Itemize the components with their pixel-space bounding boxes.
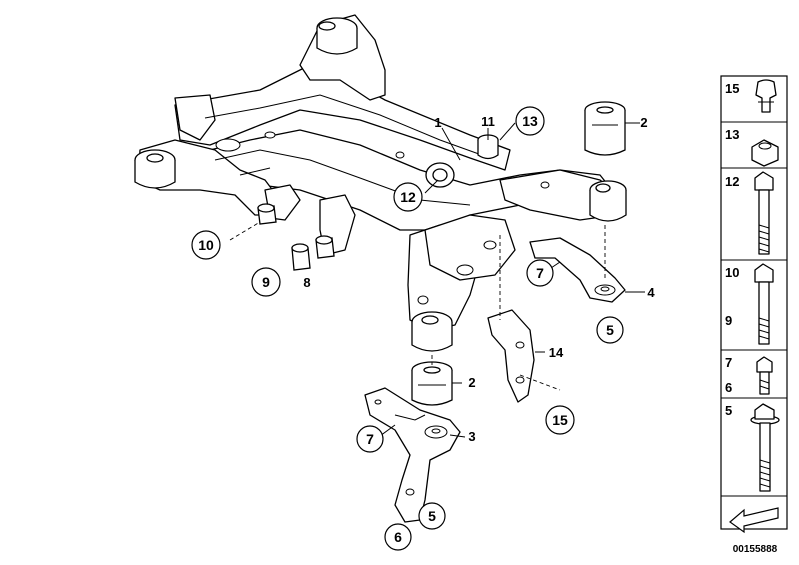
subframe-bushing-right <box>589 180 627 222</box>
callout-7-lower-label: 7 <box>366 431 374 447</box>
callout-4-label: 4 <box>647 285 655 300</box>
legend-9-number: 9 <box>725 313 732 328</box>
callout-14: 14 <box>549 345 564 360</box>
legend-10-number: 10 <box>725 265 739 280</box>
callout-12-label: 12 <box>400 189 416 205</box>
callout-2-lower-label: 2 <box>468 375 475 390</box>
legend-7-number: 7 <box>725 355 732 370</box>
legend-15-number: 15 <box>725 81 739 96</box>
rear-axle-subframe <box>134 14 627 352</box>
legend-row-15: 15 <box>725 79 777 113</box>
callout-3: 3 <box>468 429 475 444</box>
callout-5-lower: 5 <box>418 502 446 530</box>
callout-1-label: 1 <box>434 115 441 130</box>
callout-9: 9 <box>251 267 281 297</box>
callout-2-lower: 2 <box>468 375 475 390</box>
legend-row-7-6: 7 6 <box>725 355 773 395</box>
legend-row-10-9: 10 9 <box>725 263 774 345</box>
callout-4: 4 <box>647 285 655 300</box>
callout-12: 12 <box>393 182 423 212</box>
callout-2-upper-label: 2 <box>640 115 647 130</box>
callout-6: 6 <box>384 523 412 551</box>
bushing-part-12 <box>425 162 455 188</box>
callout-13: 13 <box>515 106 545 136</box>
rubber-bushing-2-lower <box>411 361 453 406</box>
legend-row-12: 12 <box>725 171 774 255</box>
callout-11-label: 11 <box>481 114 495 129</box>
legend-13-number: 13 <box>725 127 739 142</box>
legend-12-number: 12 <box>725 174 739 189</box>
leader-line <box>519 374 561 391</box>
callout-7-right: 7 <box>526 259 554 287</box>
direction-arrow-icon <box>729 507 779 534</box>
reference-code: 00155888 <box>733 544 778 555</box>
callout-6-label: 6 <box>394 529 402 545</box>
leader-line <box>229 221 261 241</box>
leader-lines <box>379 122 645 438</box>
legend-row-13: 13 <box>725 127 779 167</box>
callout-5-right-label: 5 <box>606 322 614 338</box>
callout-8: 8 <box>303 275 310 290</box>
bracket-part-3 <box>364 387 461 523</box>
long-bolt-icon <box>754 171 774 255</box>
callout-10-label: 10 <box>198 237 214 253</box>
callout-15: 15 <box>545 405 575 435</box>
callout-1: 1 <box>434 115 441 130</box>
callout-8-label: 8 <box>303 275 310 290</box>
callout-2-upper: 2 <box>640 115 647 130</box>
callout-5-right: 5 <box>596 316 624 344</box>
clip-icon <box>755 79 777 113</box>
bracket-part-14 <box>487 309 535 403</box>
subframe-bushing-left <box>134 149 176 189</box>
short-bolt-icon <box>756 356 773 395</box>
bolt-icon <box>754 263 774 345</box>
rubber-bushing-2-upper <box>584 101 626 156</box>
fastener-legend: 15 13 12 10 9 <box>720 75 788 534</box>
bracket-part-4 <box>529 237 626 303</box>
subframe-bushing-front <box>411 311 453 352</box>
callout-7-lower: 7 <box>356 425 384 453</box>
subframe-bushing-rear <box>316 17 358 55</box>
callout-13-label: 13 <box>522 113 538 129</box>
callout-10: 10 <box>191 230 221 260</box>
legend-5-number: 5 <box>725 403 732 418</box>
legend-6-number: 6 <box>725 380 732 395</box>
bushing-part-10 <box>257 203 277 225</box>
callout-11: 11 <box>481 114 495 129</box>
bushing-part-8 <box>315 235 335 259</box>
nut-icon <box>751 139 779 167</box>
legend-row-5: 5 <box>725 403 780 492</box>
callout-9-label: 9 <box>262 274 270 290</box>
callout-5-lower-label: 5 <box>428 508 436 524</box>
bushing-part-9 <box>291 243 311 271</box>
callout-3-label: 3 <box>468 429 475 444</box>
callout-14-label: 14 <box>549 345 564 360</box>
callout-15-label: 15 <box>552 412 568 428</box>
flange-bolt-icon <box>750 403 780 492</box>
callout-7-right-label: 7 <box>536 265 544 281</box>
